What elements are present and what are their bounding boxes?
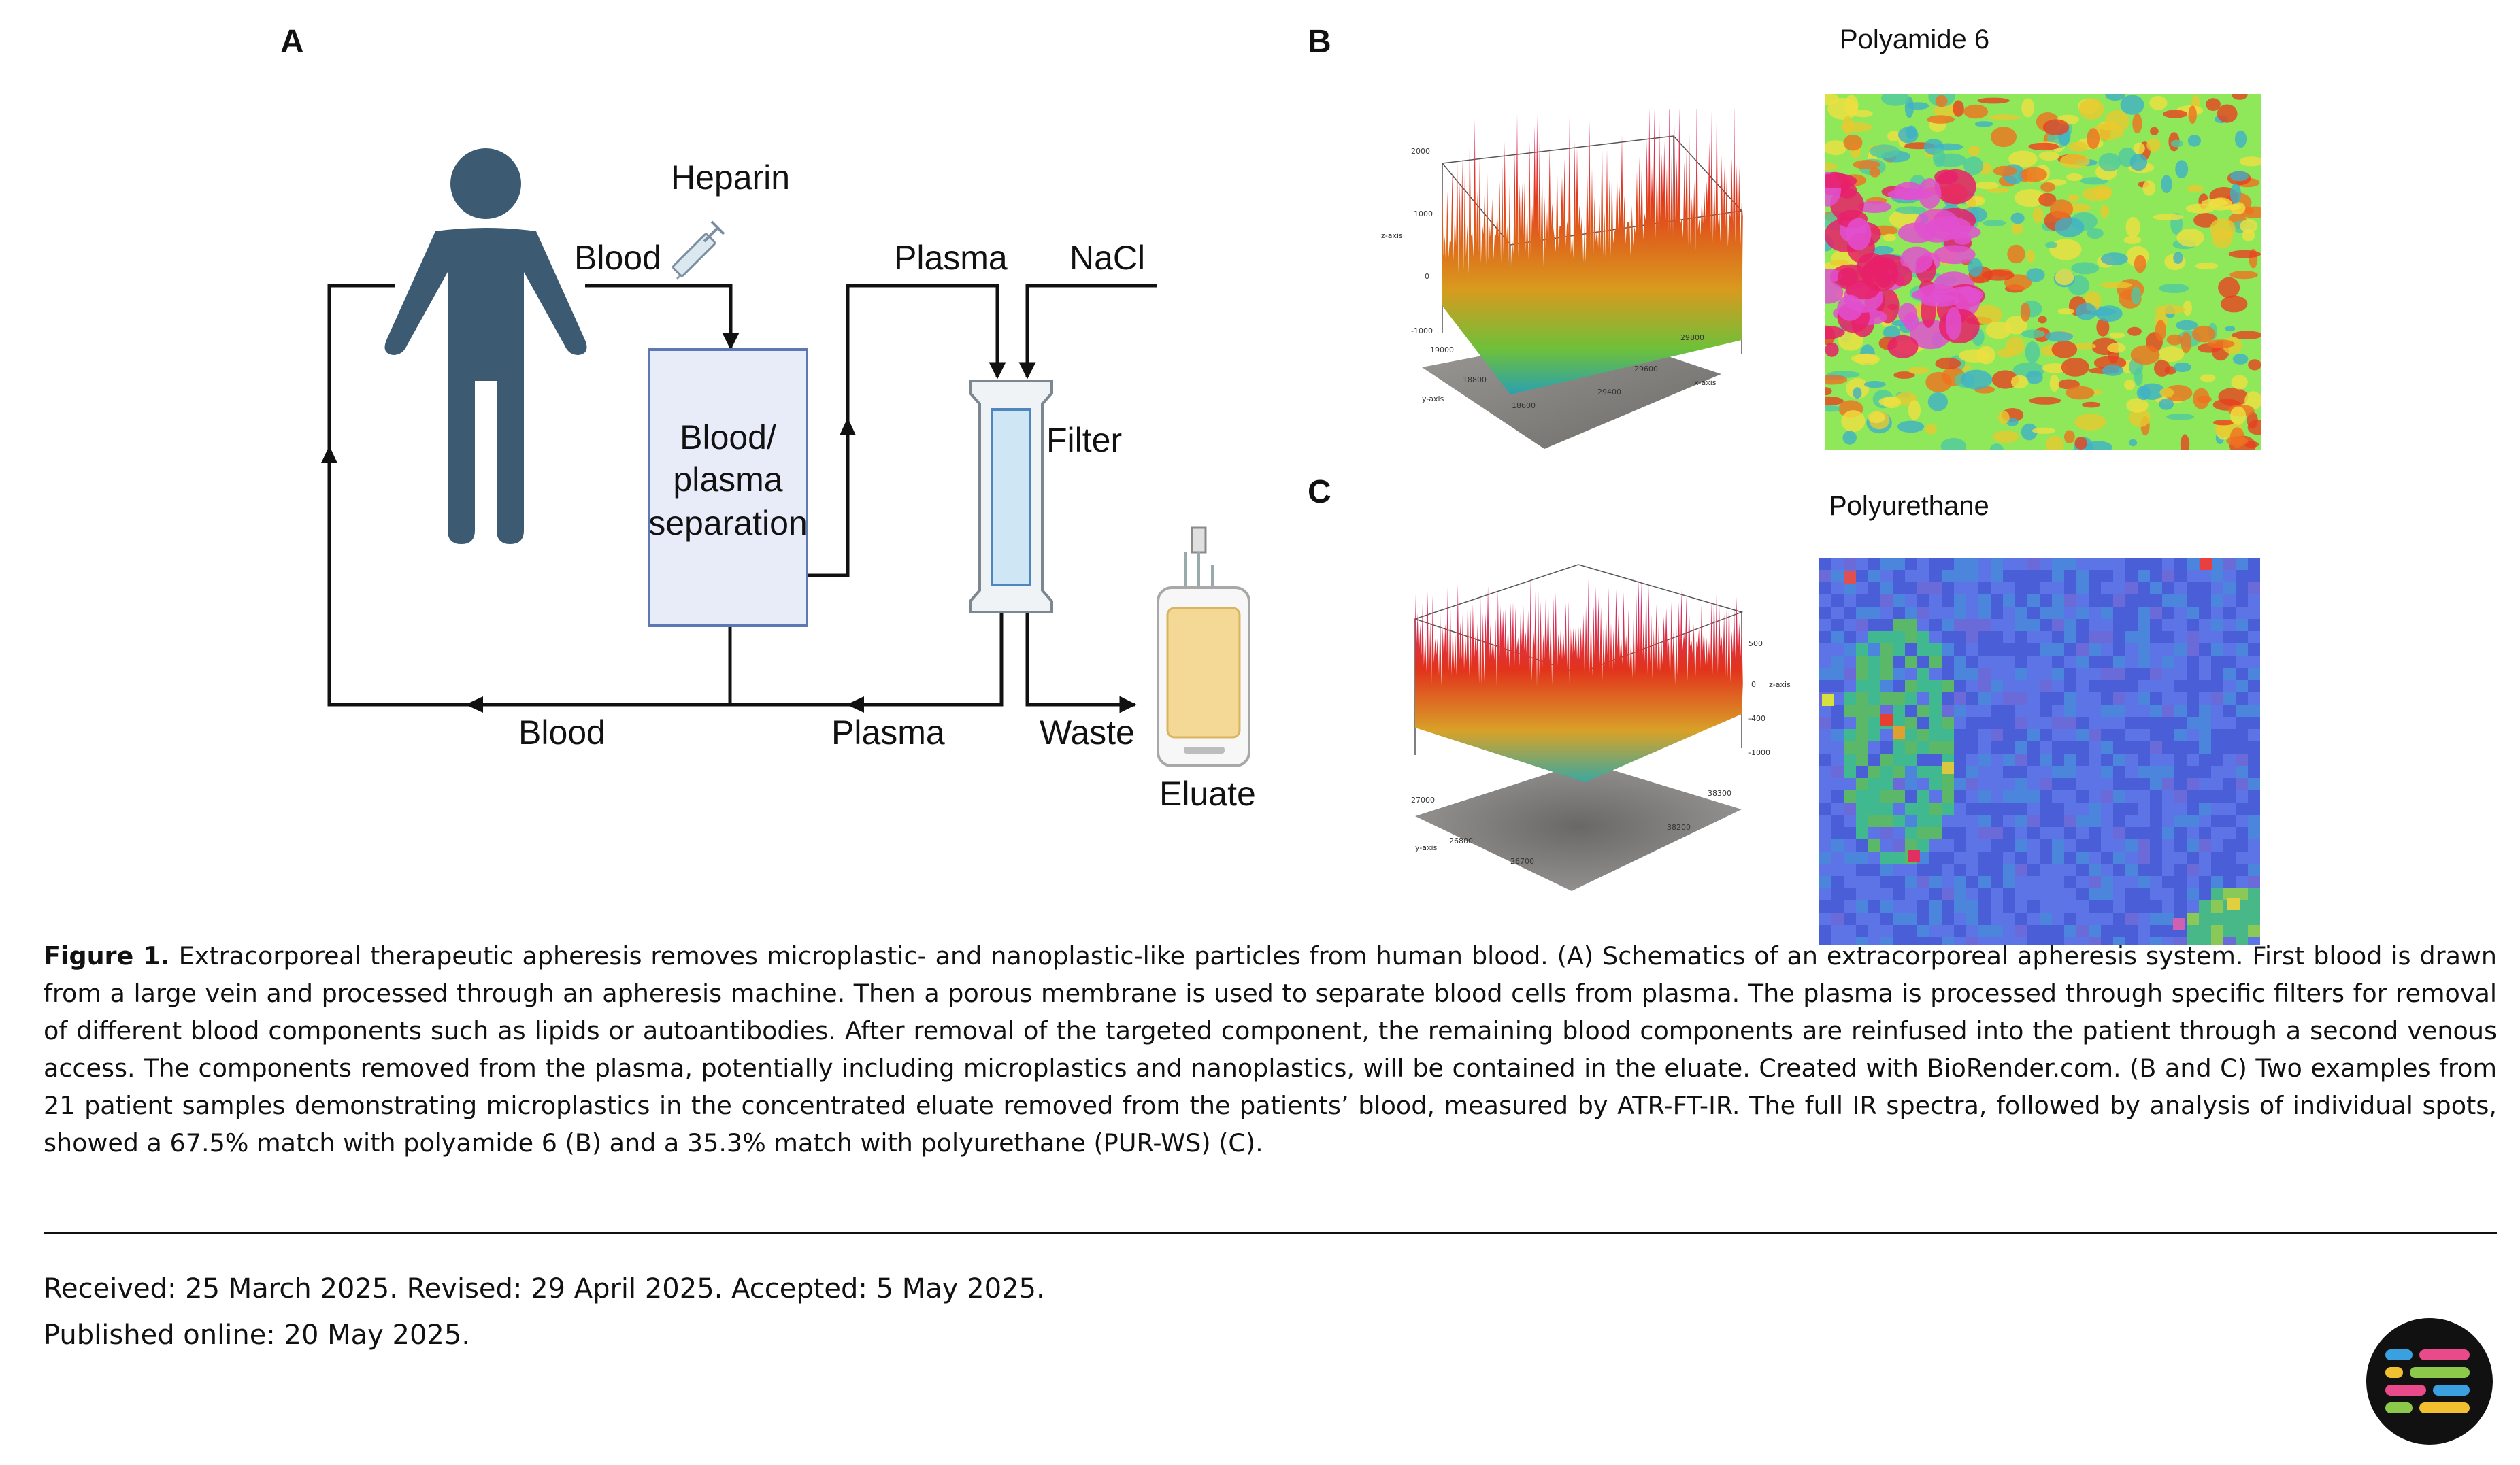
svg-text:-1000: -1000 [1748,748,1770,757]
separation-label-2: plasma [673,460,782,499]
filter-icon [969,380,1053,613]
syringe-icon [672,220,725,280]
caption-text: Extracorporeal therapeutic apheresis rem… [44,941,2497,1158]
blood-return-label: Blood [518,713,606,752]
eluate-bag-icon [1157,526,1250,767]
svg-text:-400: -400 [1748,714,1765,723]
svg-text:18600: 18600 [1512,401,1536,410]
plasma-out-label: Plasma [894,239,1008,277]
separation-label-3: separation [648,504,808,542]
heparin-label: Heparin [671,158,790,197]
surface-plot-c: 500 0 -400 -1000 z-axis 27000 26800 26700 383… [1411,564,1791,891]
divider-rule [44,1232,2497,1234]
panel-label-a: A [280,24,304,60]
publisher-logo [2366,1318,2493,1445]
panel-label-b: B [1308,24,1331,60]
svg-text:19000: 19000 [1430,346,1454,354]
svg-text:27000: 27000 [1411,796,1435,805]
svg-text:y-axis: y-axis [1415,843,1438,852]
svg-text:29800: 29800 [1680,333,1704,342]
separation-box [648,348,808,627]
svg-text:y-axis: y-axis [1422,394,1444,403]
surface-plot-b: 2000 1000 0 -1000 z-axis 19000 18800 18600 29… [1381,109,1743,449]
filter-label: Filter [1046,421,1122,459]
svg-text:0: 0 [1751,680,1756,689]
svg-text:38200: 38200 [1667,823,1691,832]
eluate-label: Eluate [1159,775,1256,813]
svg-text:26700: 26700 [1510,857,1534,866]
svg-text:-1000: -1000 [1411,326,1433,335]
plasma-return-label: Plasma [831,713,945,752]
svg-text:26800: 26800 [1449,837,1473,845]
svg-text:29600: 29600 [1634,365,1658,373]
heatmap-c [1819,558,2260,945]
waste-label: Waste [1040,713,1135,752]
published-date: Published online: 20 May 2025. [44,1319,471,1351]
apheresis-schematic: Heparin Blood Plasma NaCl Blood/ plasma … [321,148,1256,813]
svg-text:2000: 2000 [1411,147,1430,156]
blood-in-label: Blood [574,239,661,277]
svg-text:0: 0 [1425,272,1429,281]
svg-text:x-axis: x-axis [1694,378,1717,387]
svg-text:500: 500 [1748,639,1763,648]
svg-text:29400: 29400 [1597,388,1621,397]
plot-b-title: Polyamide 6 [1840,24,1990,54]
svg-text:18800: 18800 [1463,375,1487,384]
svg-text:z-axis: z-axis [1381,231,1403,240]
figure-caption: Figure 1. Extracorporeal therapeutic aph… [44,937,2497,1162]
caption-label: Figure 1. [44,941,170,971]
person-icon [384,148,587,544]
heatmap-b [1825,94,2261,450]
plot-c-title: Polyurethane [1829,491,1989,521]
svg-text:z-axis: z-axis [1769,680,1791,689]
svg-text:38300: 38300 [1708,789,1731,798]
panel-label-c: C [1308,474,1331,510]
separation-label-1: Blood/ [680,418,776,456]
nacl-label: NaCl [1070,239,1145,277]
svg-text:1000: 1000 [1414,209,1433,218]
received-dates: Received: 25 March 2025. Revised: 29 Apr… [44,1273,1045,1304]
